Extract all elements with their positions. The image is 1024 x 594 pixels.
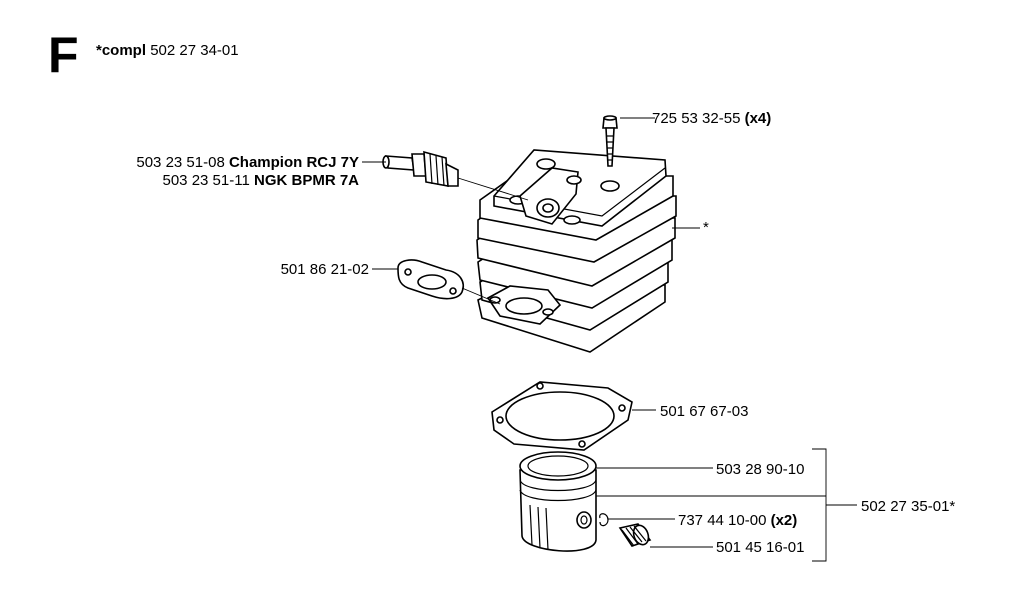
piston-drawing <box>519 451 597 552</box>
needle-bearing-drawing <box>618 523 652 547</box>
cylinder-drawing <box>476 149 677 353</box>
section-letter: F <box>48 27 79 83</box>
callout-spark-plug-ngk: 503 23 51-11 NGK BPMR 7A <box>163 172 360 189</box>
callout-cylinder-mark: * <box>703 219 709 236</box>
callout-cylinder-gasket: 501 67 67-03 <box>660 403 748 420</box>
callout-needle-bearing: 501 45 16-01 <box>716 539 804 556</box>
cylinder-gasket-drawing <box>491 381 633 451</box>
compl-prefix: *compl <box>96 42 147 59</box>
callout-exhaust-gasket: 501 86 21-02 <box>281 261 369 278</box>
circlip-drawing <box>599 513 609 527</box>
callout-circlip: 737 44 10-00 (x2) <box>678 512 797 529</box>
callout-screw: 725 53 32-55 (x4) <box>652 110 771 127</box>
complete-assembly-label: *compl 502 27 34-01 <box>96 42 239 59</box>
spark-plug-drawing <box>382 150 459 187</box>
compl-number: 502 27 34-01 <box>150 42 239 59</box>
screw-drawing <box>602 115 618 167</box>
callout-piston-ring: 503 28 90-10 <box>716 461 804 478</box>
callout-piston-kit: 502 27 35-01* <box>861 498 955 515</box>
callout-spark-plug-champion: 503 23 51-08 Champion RCJ 7Y <box>136 154 359 171</box>
exhaust-gasket-drawing <box>397 259 464 300</box>
leader-lines <box>362 117 857 562</box>
